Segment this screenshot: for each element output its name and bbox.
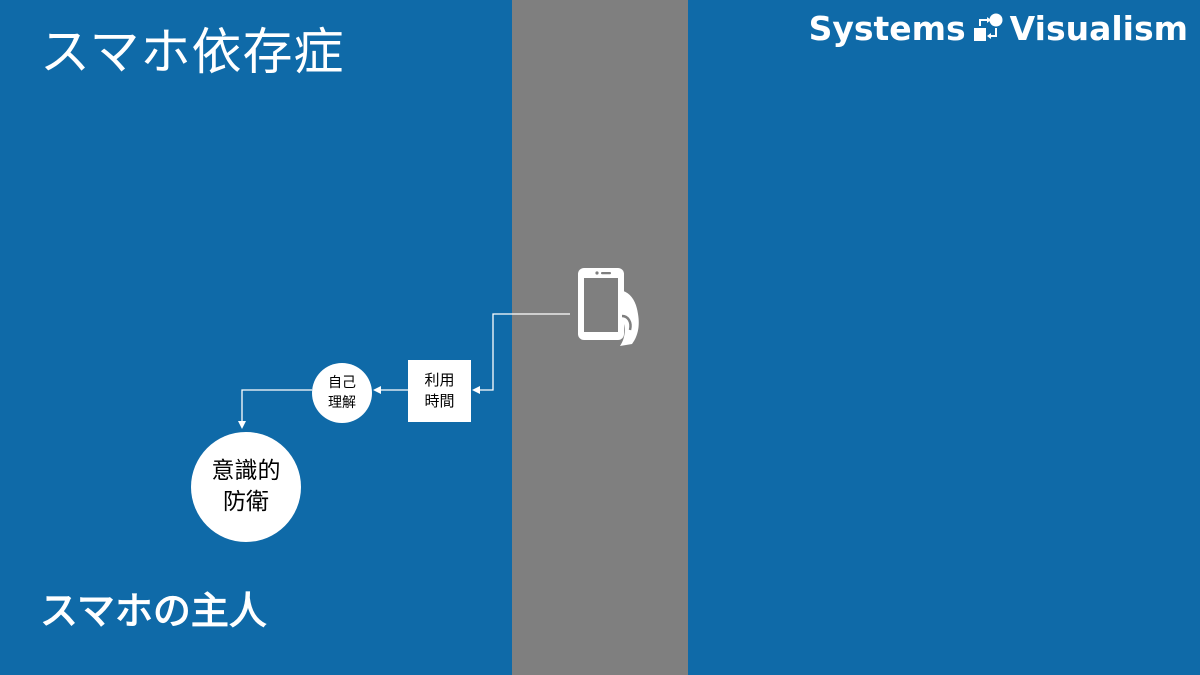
usage-time-line2: 時間 [424, 392, 455, 410]
phone-to-usage-link [478, 313, 570, 391]
self-understanding-line1: 自己 [328, 375, 356, 391]
footer-title: スマホの主人 [40, 589, 267, 633]
smartphone-in-hand-icon [578, 268, 639, 346]
self-understanding-line2: 理解 [328, 395, 356, 411]
conscious-defense-line1: 意識的 [211, 458, 281, 484]
usage-time-line1: 利用 [424, 371, 455, 389]
brand-logo: Systems Visualism [809, 6, 1188, 50]
conscious-defense-line2: 防衛 [223, 489, 269, 515]
systems-visualism-logo-icon [973, 13, 1003, 41]
usage-time-node: 利用 時間 [408, 360, 471, 422]
conscious-defense-node: 意識的 防衛 [191, 432, 301, 542]
self-to-defense-link [241, 389, 312, 423]
brand-word-systems: Systems [808, 8, 966, 48]
slide-title: スマホ依存症 [40, 23, 345, 81]
brand-word-visualism: Visualism [1009, 8, 1188, 48]
self-understanding-node: 自己 理解 [312, 363, 372, 423]
